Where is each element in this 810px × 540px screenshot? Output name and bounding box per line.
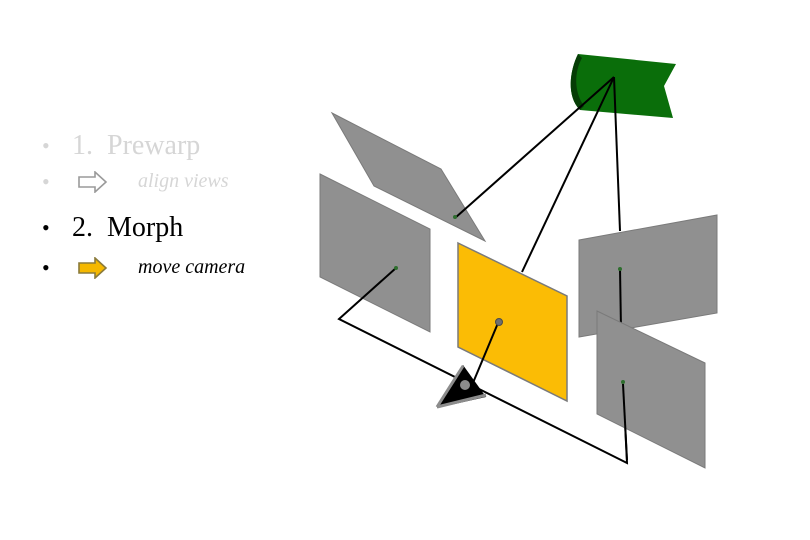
bullet-marker: • bbox=[42, 133, 50, 158]
bullet-marker: • bbox=[42, 215, 50, 240]
bullet-move-camera: • move camera bbox=[42, 256, 245, 279]
right-arrow-icon bbox=[78, 256, 108, 279]
bullet-list: • 1. Prewarp • align views • 2. Morph • … bbox=[0, 0, 300, 300]
view-plane-right-back bbox=[578, 214, 718, 338]
view-plane-left bbox=[319, 173, 431, 333]
view-plane-top-left bbox=[330, 111, 487, 243]
bullet-prewarp: • 1. Prewarp bbox=[42, 130, 200, 162]
bullet-marker: • bbox=[42, 254, 50, 280]
sub-label: move camera bbox=[138, 256, 246, 278]
morph-plane bbox=[457, 241, 568, 403]
source-object bbox=[570, 54, 676, 118]
bullet-morph: • 2. Morph bbox=[42, 212, 183, 244]
bullet-marker: • bbox=[42, 168, 50, 194]
camera-icon bbox=[435, 365, 487, 409]
bullet-align-views: • align views bbox=[42, 170, 229, 193]
right-arrow-icon bbox=[78, 170, 108, 193]
step-label: Prewarp bbox=[107, 130, 201, 161]
center-points bbox=[394, 215, 625, 384]
view-plane-right-front bbox=[596, 310, 706, 469]
step-label: Morph bbox=[107, 212, 184, 243]
step-number: 1. bbox=[72, 130, 93, 161]
sub-label: align views bbox=[138, 170, 229, 192]
step-number: 2. bbox=[72, 212, 93, 243]
